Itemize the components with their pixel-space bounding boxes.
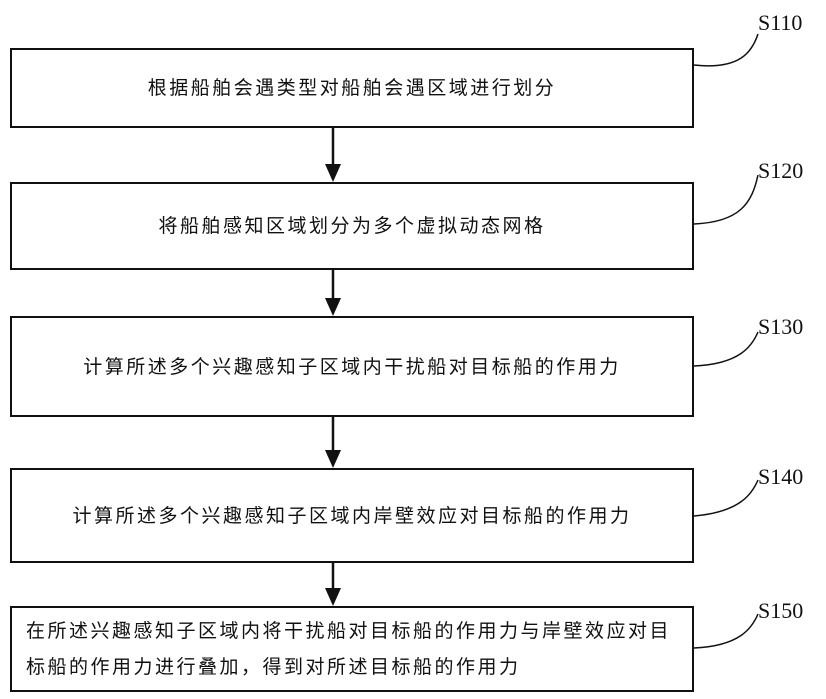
step-box-s140: 计算所述多个兴趣感知子区域内岸壁效应对目标船的作用力 [10, 468, 694, 563]
step-label-s150: S150 [758, 598, 803, 624]
leader-s120 [694, 175, 758, 224]
step-label-s140: S140 [758, 464, 803, 490]
step-box-s130: 计算所述多个兴趣感知子区域内干扰船对目标船的作用力 [10, 316, 694, 417]
arrowhead-s120 [325, 164, 341, 182]
leader-s130 [694, 332, 758, 366]
leader-s110 [694, 34, 758, 66]
arrowhead-s150 [325, 588, 341, 606]
leader-s150 [694, 614, 758, 648]
step-box-s110: 根据船舶会遇类型对船舶会遇区域进行划分 [10, 48, 694, 128]
step-text-s140: 计算所述多个兴趣感知子区域内岸壁效应对目标船的作用力 [72, 498, 631, 534]
step-box-s120: 将船舶感知区域划分为多个虚拟动态网格 [10, 182, 694, 270]
step-label-s110: S110 [758, 10, 802, 36]
arrowhead-s140 [325, 450, 341, 468]
step-text-s150: 在所述兴趣感知子区域内将干扰船对目标船的作用力与岸壁效应对目标船的作用力进行叠加… [26, 613, 678, 685]
arrowhead-s130 [325, 298, 341, 316]
leader-s140 [694, 480, 758, 516]
step-text-s120: 将船舶感知区域划分为多个虚拟动态网格 [158, 208, 545, 244]
step-text-s110: 根据船舶会遇类型对船舶会遇区域进行划分 [148, 70, 557, 106]
step-text-s130: 计算所述多个兴趣感知子区域内干扰船对目标船的作用力 [83, 349, 621, 385]
step-box-s150: 在所述兴趣感知子区域内将干扰船对目标船的作用力与岸壁效应对目标船的作用力进行叠加… [10, 606, 694, 692]
step-label-s130: S130 [758, 314, 803, 340]
step-label-s120: S120 [758, 158, 803, 184]
